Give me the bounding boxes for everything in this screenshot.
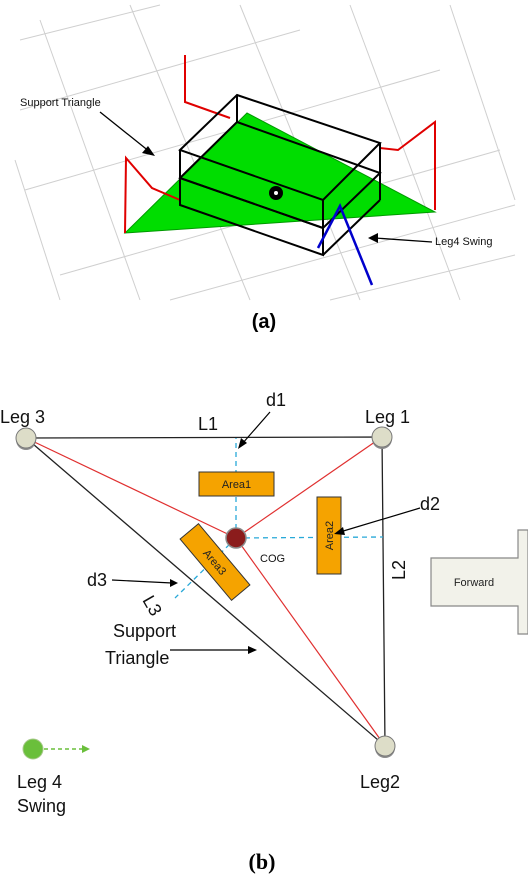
- forward-arrow: Forward: [430, 529, 528, 635]
- swing-leg-trace: [316, 203, 374, 286]
- support-triangle-outline: [24, 436, 386, 748]
- leg-trace-right: [379, 119, 436, 210]
- leg4-label-line1: Leg 4: [17, 772, 62, 792]
- support-triangle-shape: [123, 112, 437, 234]
- support-triangle-arrowhead-b: [248, 646, 257, 654]
- d3-arrowhead: [170, 579, 178, 587]
- cog-to-leg-lines: [25, 436, 386, 747]
- cog-marker-b: [225, 527, 247, 549]
- d3-arrow: [111, 579, 173, 584]
- side-l3-label: L3: [139, 592, 166, 619]
- leg2-foot: [374, 735, 396, 758]
- leg4-swing-arrow: [374, 237, 433, 243]
- leg4-swing-label: Leg4 Swing: [435, 236, 493, 248]
- support-triangle-arrowhead-a: [142, 146, 155, 156]
- panel-b: Area1 Area2 Area3 COG: [0, 390, 528, 874]
- d1-arrow: [241, 411, 271, 445]
- forward-label: Forward: [454, 577, 494, 589]
- cog-label: COG: [260, 553, 285, 565]
- support-triangle-label-b-line2: Triangle: [105, 648, 169, 668]
- area2-label: Area2: [324, 521, 336, 550]
- leg-trace-rear: [184, 55, 231, 119]
- support-triangle-arrow-a: [99, 111, 151, 153]
- side-l1-label: L1: [198, 414, 218, 434]
- d1-arrowhead: [238, 438, 247, 449]
- d1-label: d1: [266, 390, 286, 410]
- leg-trace-left: [124, 155, 181, 234]
- d2-label: d2: [420, 494, 440, 514]
- leg4-foot: [22, 738, 44, 760]
- robot-body-box: [178, 93, 382, 257]
- d2-arrow: [339, 507, 421, 533]
- area1-box: Area1: [198, 471, 275, 497]
- leg3-label: Leg 3: [0, 407, 45, 427]
- distance-lines: [174, 438, 384, 599]
- panel-a: Support Triangle Leg4 Swing (a): [14, 4, 516, 333]
- leg4-label-line2: Swing: [17, 796, 66, 816]
- leg1-foot: [371, 426, 393, 449]
- caption-a: (a): [252, 311, 276, 333]
- side-l2-label: L2: [389, 560, 409, 580]
- leg1-label: Leg 1: [365, 407, 410, 427]
- leg3-foot: [15, 427, 37, 450]
- area1-label: Area1: [222, 479, 251, 491]
- leg2-label: Leg2: [360, 772, 400, 792]
- support-triangle-label-a: Support Triangle: [20, 97, 101, 109]
- area2-box: Area2: [316, 496, 342, 575]
- leg4-swing-dashed-arrowhead: [82, 745, 90, 753]
- cog-marker-a-inner: [274, 191, 278, 195]
- support-triangle-label-b-line1: Support: [113, 621, 176, 641]
- d2-arrowhead: [334, 527, 345, 535]
- leg4-swing-arrowhead: [368, 233, 378, 243]
- d3-label: d3: [87, 570, 107, 590]
- caption-b: (b): [249, 849, 276, 874]
